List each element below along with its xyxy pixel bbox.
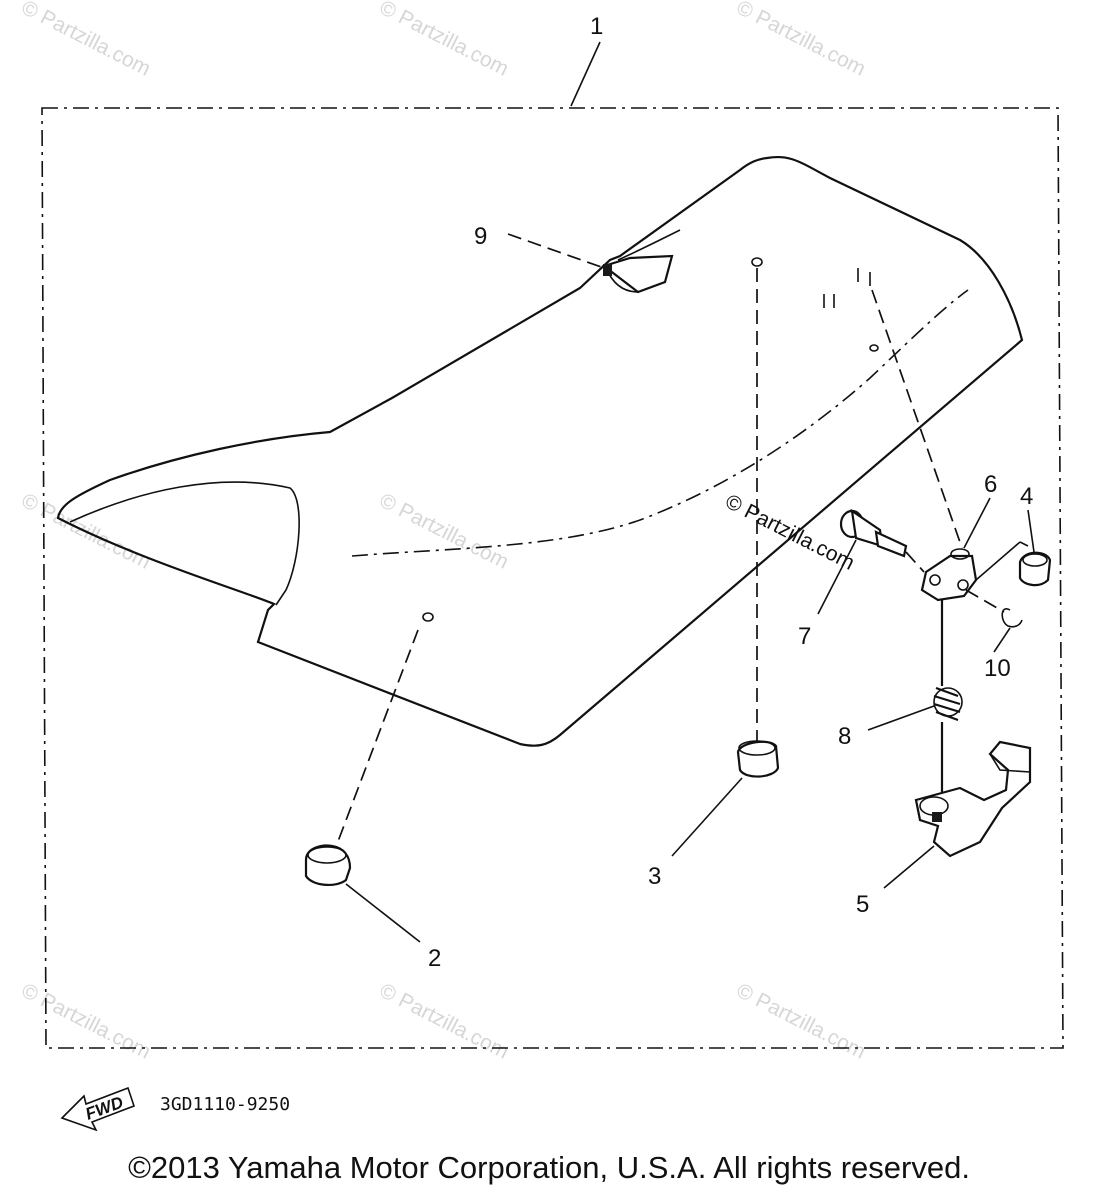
callout-1: 1 — [590, 13, 603, 40]
callout-10: 10 — [984, 655, 1011, 682]
part-2-damper — [304, 844, 352, 886]
part-10-clip — [1001, 608, 1023, 628]
pin-axis — [905, 551, 925, 573]
watermark: © Partzilla.com — [376, 0, 513, 81]
leader-line-7 — [817, 539, 857, 615]
callout-6: 6 — [984, 471, 997, 498]
forward-arrow-marker: FWD — [60, 1086, 136, 1132]
leader-line-1 — [570, 41, 601, 107]
callout-8: 8 — [838, 723, 851, 750]
callout-7: 7 — [798, 623, 811, 650]
leader-line-2 — [345, 883, 421, 943]
assembly-boundary — [41, 107, 1064, 1049]
watermark: © Partzilla.com — [376, 979, 513, 1064]
leader-line-6 — [963, 497, 991, 549]
watermark: © Partzilla.com — [18, 979, 155, 1064]
lock-pin — [839, 508, 908, 558]
leader-line-10 — [993, 627, 1011, 653]
seat-hook — [601, 254, 674, 294]
leader-line-4 — [1027, 509, 1035, 553]
leader-line-3 — [671, 777, 743, 857]
seat-seam — [351, 289, 969, 557]
leader-line-9 — [507, 233, 605, 269]
watermark: © Partzilla.com — [733, 0, 870, 81]
callout-2: 2 — [428, 945, 441, 972]
callout-5: 5 — [856, 891, 869, 918]
watermark: © Partzilla.com — [733, 979, 870, 1064]
leader-line-8 — [867, 705, 935, 731]
leader-line-5 — [883, 845, 935, 889]
forward-label: FWD — [83, 1093, 126, 1124]
seat-ridge — [617, 229, 681, 261]
callout-4: 4 — [1020, 483, 1033, 510]
seat — [56, 155, 1024, 747]
leader-line-2-dash — [333, 629, 419, 853]
part-8-spring — [933, 686, 963, 722]
part-4-grommet — [1018, 551, 1052, 587]
lock-bracket — [920, 554, 978, 602]
part-5-lock-lever — [914, 740, 1032, 858]
seat-outline — [56, 155, 1024, 747]
leader-line-6-dash — [871, 289, 963, 549]
diagram-code: 3GD1110-9250 — [160, 1094, 290, 1115]
seat-cutout — [69, 481, 300, 606]
callout-9: 9 — [474, 223, 487, 250]
copyright-notice: ©2013 Yamaha Motor Corporation, U.S.A. A… — [128, 1150, 970, 1185]
seat-lock-assembly — [839, 508, 1052, 858]
part-3-damper — [736, 740, 780, 778]
watermark: © Partzilla.com — [18, 0, 155, 81]
watermark: © Partzilla.com — [376, 489, 513, 574]
callout-3: 3 — [648, 863, 661, 890]
watermark-layer: © Partzilla.com © Partzilla.com © Partzi… — [18, 0, 870, 1064]
